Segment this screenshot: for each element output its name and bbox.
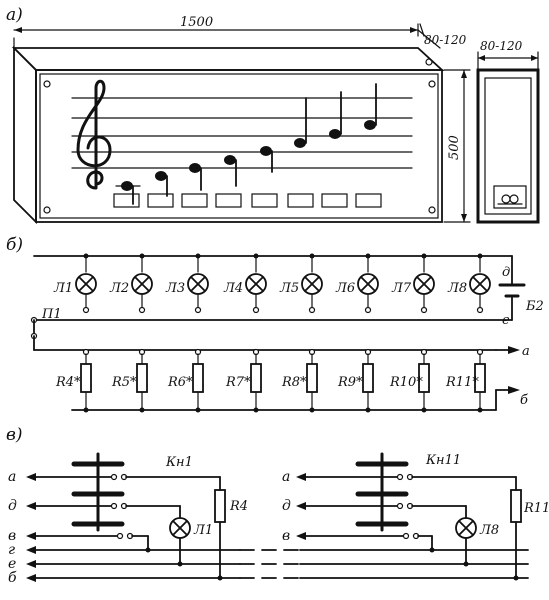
resistor: R10* [389, 348, 430, 413]
bus-label: г [8, 542, 15, 558]
lamp: Л2 [109, 253, 153, 314]
right-output-arrows [296, 473, 405, 540]
section-c-label: в) [6, 425, 23, 445]
resistor-label: R7* [225, 375, 251, 390]
bus-label: а [282, 469, 290, 485]
lamp-label: Л7 [391, 281, 412, 296]
section-b-label: б) [6, 235, 23, 255]
resistor-label: R6* [167, 375, 193, 390]
section-a: а) 1500 80-120 [6, 5, 540, 225]
lamp: Л4 [223, 253, 267, 314]
lamp-label: Л1 [53, 281, 73, 296]
treble-clef-icon [76, 79, 112, 190]
resistor-label: R9* [337, 375, 363, 390]
bus-continuation [239, 549, 529, 579]
lamp: Л1 [53, 253, 97, 314]
resistor: R5* [111, 348, 148, 413]
lamp: Л1 [169, 505, 213, 567]
resistor-array: R4* R5* R6* [55, 348, 486, 413]
lamp: Л7 [391, 253, 435, 314]
bus-label: в [8, 528, 16, 544]
lamp-label: Л2 [109, 281, 129, 296]
bus-label: д [8, 498, 17, 514]
side-view: 80-120 [476, 39, 540, 224]
lamp-label: Л8 [447, 281, 467, 296]
out-b-label: б [520, 393, 528, 408]
button-label: Кн1 [165, 455, 193, 470]
resistor-label: R11* [445, 375, 479, 390]
lamp-label: Л4 [223, 281, 243, 296]
resistor-label: R5* [111, 375, 137, 390]
lamp-label: Л6 [335, 281, 355, 296]
section-c: в) а д в г е б [6, 425, 549, 586]
bus-label: д [282, 498, 291, 514]
resistor: R7* [225, 348, 262, 413]
battery-label: Б2 [525, 299, 544, 314]
resistor: R11 [510, 476, 549, 581]
resistor: R8* [281, 348, 318, 413]
button-label: Кн11 [425, 453, 461, 468]
node-e-label: е [502, 313, 510, 328]
resistor-label: R8* [281, 375, 307, 390]
bus-label: в [282, 528, 290, 544]
lamp: Л8 [455, 505, 499, 567]
height-dimension-label: 500 [447, 135, 462, 160]
lamp: Л6 [335, 253, 379, 314]
bus-label: а [8, 469, 16, 485]
depth-dimension-top-label: 80-120 [424, 33, 467, 47]
display-box [11, 45, 445, 225]
depth-dimension-top: 80-120 [417, 23, 467, 49]
section-a-label: а) [6, 5, 23, 25]
lamp-label: Л3 [165, 281, 185, 296]
resistor: R9* [337, 348, 374, 413]
left-output-arrows [26, 473, 241, 582]
bus-label: б [8, 570, 17, 586]
depth-dimension-side-label: 80-120 [480, 39, 523, 53]
lamp: Л5 [279, 253, 323, 314]
push-button-kn11: Кн11 [355, 452, 517, 553]
resistor-label: R4* [55, 375, 81, 390]
lamp-label: Л5 [279, 281, 299, 296]
node-d-label: д [502, 265, 510, 280]
resistor: R4 [214, 476, 248, 581]
notes [115, 83, 377, 205]
resistor: R6* [167, 348, 204, 413]
resistor-label: R4 [229, 499, 248, 514]
out-a-label: а [522, 344, 530, 359]
resistor: R11* [445, 348, 486, 413]
resistor: R4* [55, 348, 92, 413]
resistor-label: R11 [523, 501, 549, 516]
width-dimension: 1500 [13, 15, 419, 49]
lamp: Л8 [447, 253, 491, 314]
lamp-label: Л1 [193, 523, 213, 538]
bus-label: е [8, 556, 16, 572]
width-dimension-label: 1500 [180, 15, 213, 30]
key-buttons [113, 193, 382, 208]
resistor-label: R10* [389, 375, 423, 390]
section-b: б) Б2 д е П1 а б [6, 235, 544, 413]
lamp-array: Л1 Л2 Л3 [53, 253, 491, 314]
switch-label: П1 [41, 307, 62, 322]
lamp-label: Л8 [479, 523, 499, 538]
height-dimension: 500 [443, 69, 471, 223]
push-button-kn1: Кн1 [71, 452, 221, 553]
lamp: Л3 [165, 253, 209, 314]
